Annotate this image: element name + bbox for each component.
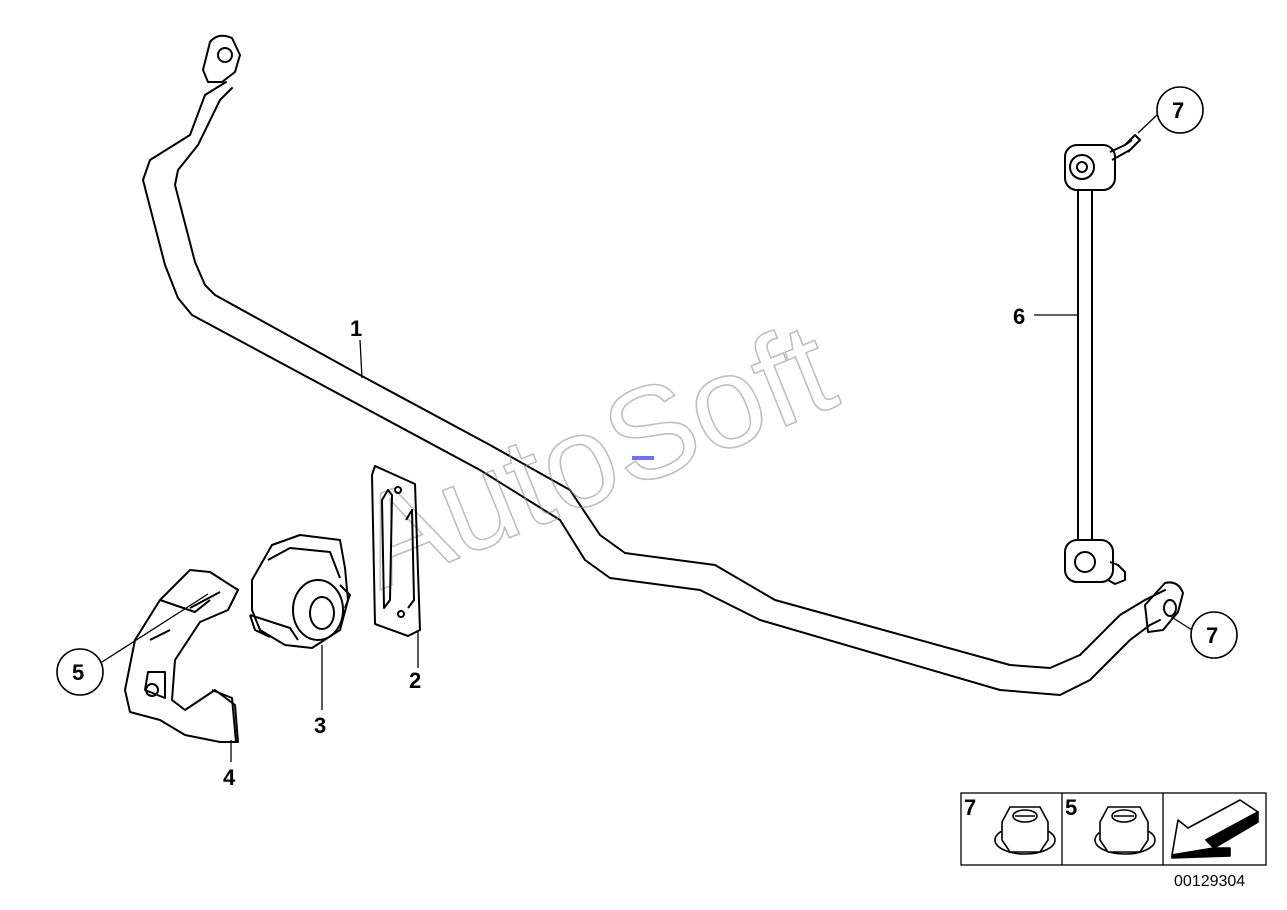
callout-5-circle[interactable]: 5 [56,648,104,696]
accent-mark [632,456,654,460]
callout-4[interactable]: 4 [223,765,236,790]
hex-nut-icon [1094,806,1156,855]
stabilizer-link[interactable] [1064,134,1141,585]
callout-7-right-circle[interactable]: 7 [1190,611,1238,659]
rubber-mounting[interactable] [249,534,351,649]
arrow-icon [1171,799,1259,859]
legend-item-5[interactable]: 5 [1065,795,1156,855]
diagram-id: 00129304 [1174,873,1245,890]
legend-box: 7 5 [960,792,1267,866]
legend-item-7[interactable]: 7 [964,795,1056,855]
callout-3[interactable]: 3 [314,713,326,738]
holder-plate[interactable] [371,465,421,637]
callout-2[interactable]: 2 [409,668,421,693]
leader-lines [101,114,1193,762]
bracket[interactable] [124,569,239,743]
hex-nut-icon [994,806,1056,855]
legend-number-7: 7 [964,795,976,820]
callout-7-top-circle[interactable]: 7 [1156,86,1204,134]
callout-7-right: 7 [1206,623,1218,648]
callout-1[interactable]: 1 [350,316,362,341]
callout-5: 5 [72,660,84,685]
stabilizer-bar[interactable] [142,34,1184,696]
legend-number-5: 5 [1065,795,1077,820]
callout-7-top: 7 [1172,98,1184,123]
callout-6[interactable]: 6 [1013,304,1025,329]
